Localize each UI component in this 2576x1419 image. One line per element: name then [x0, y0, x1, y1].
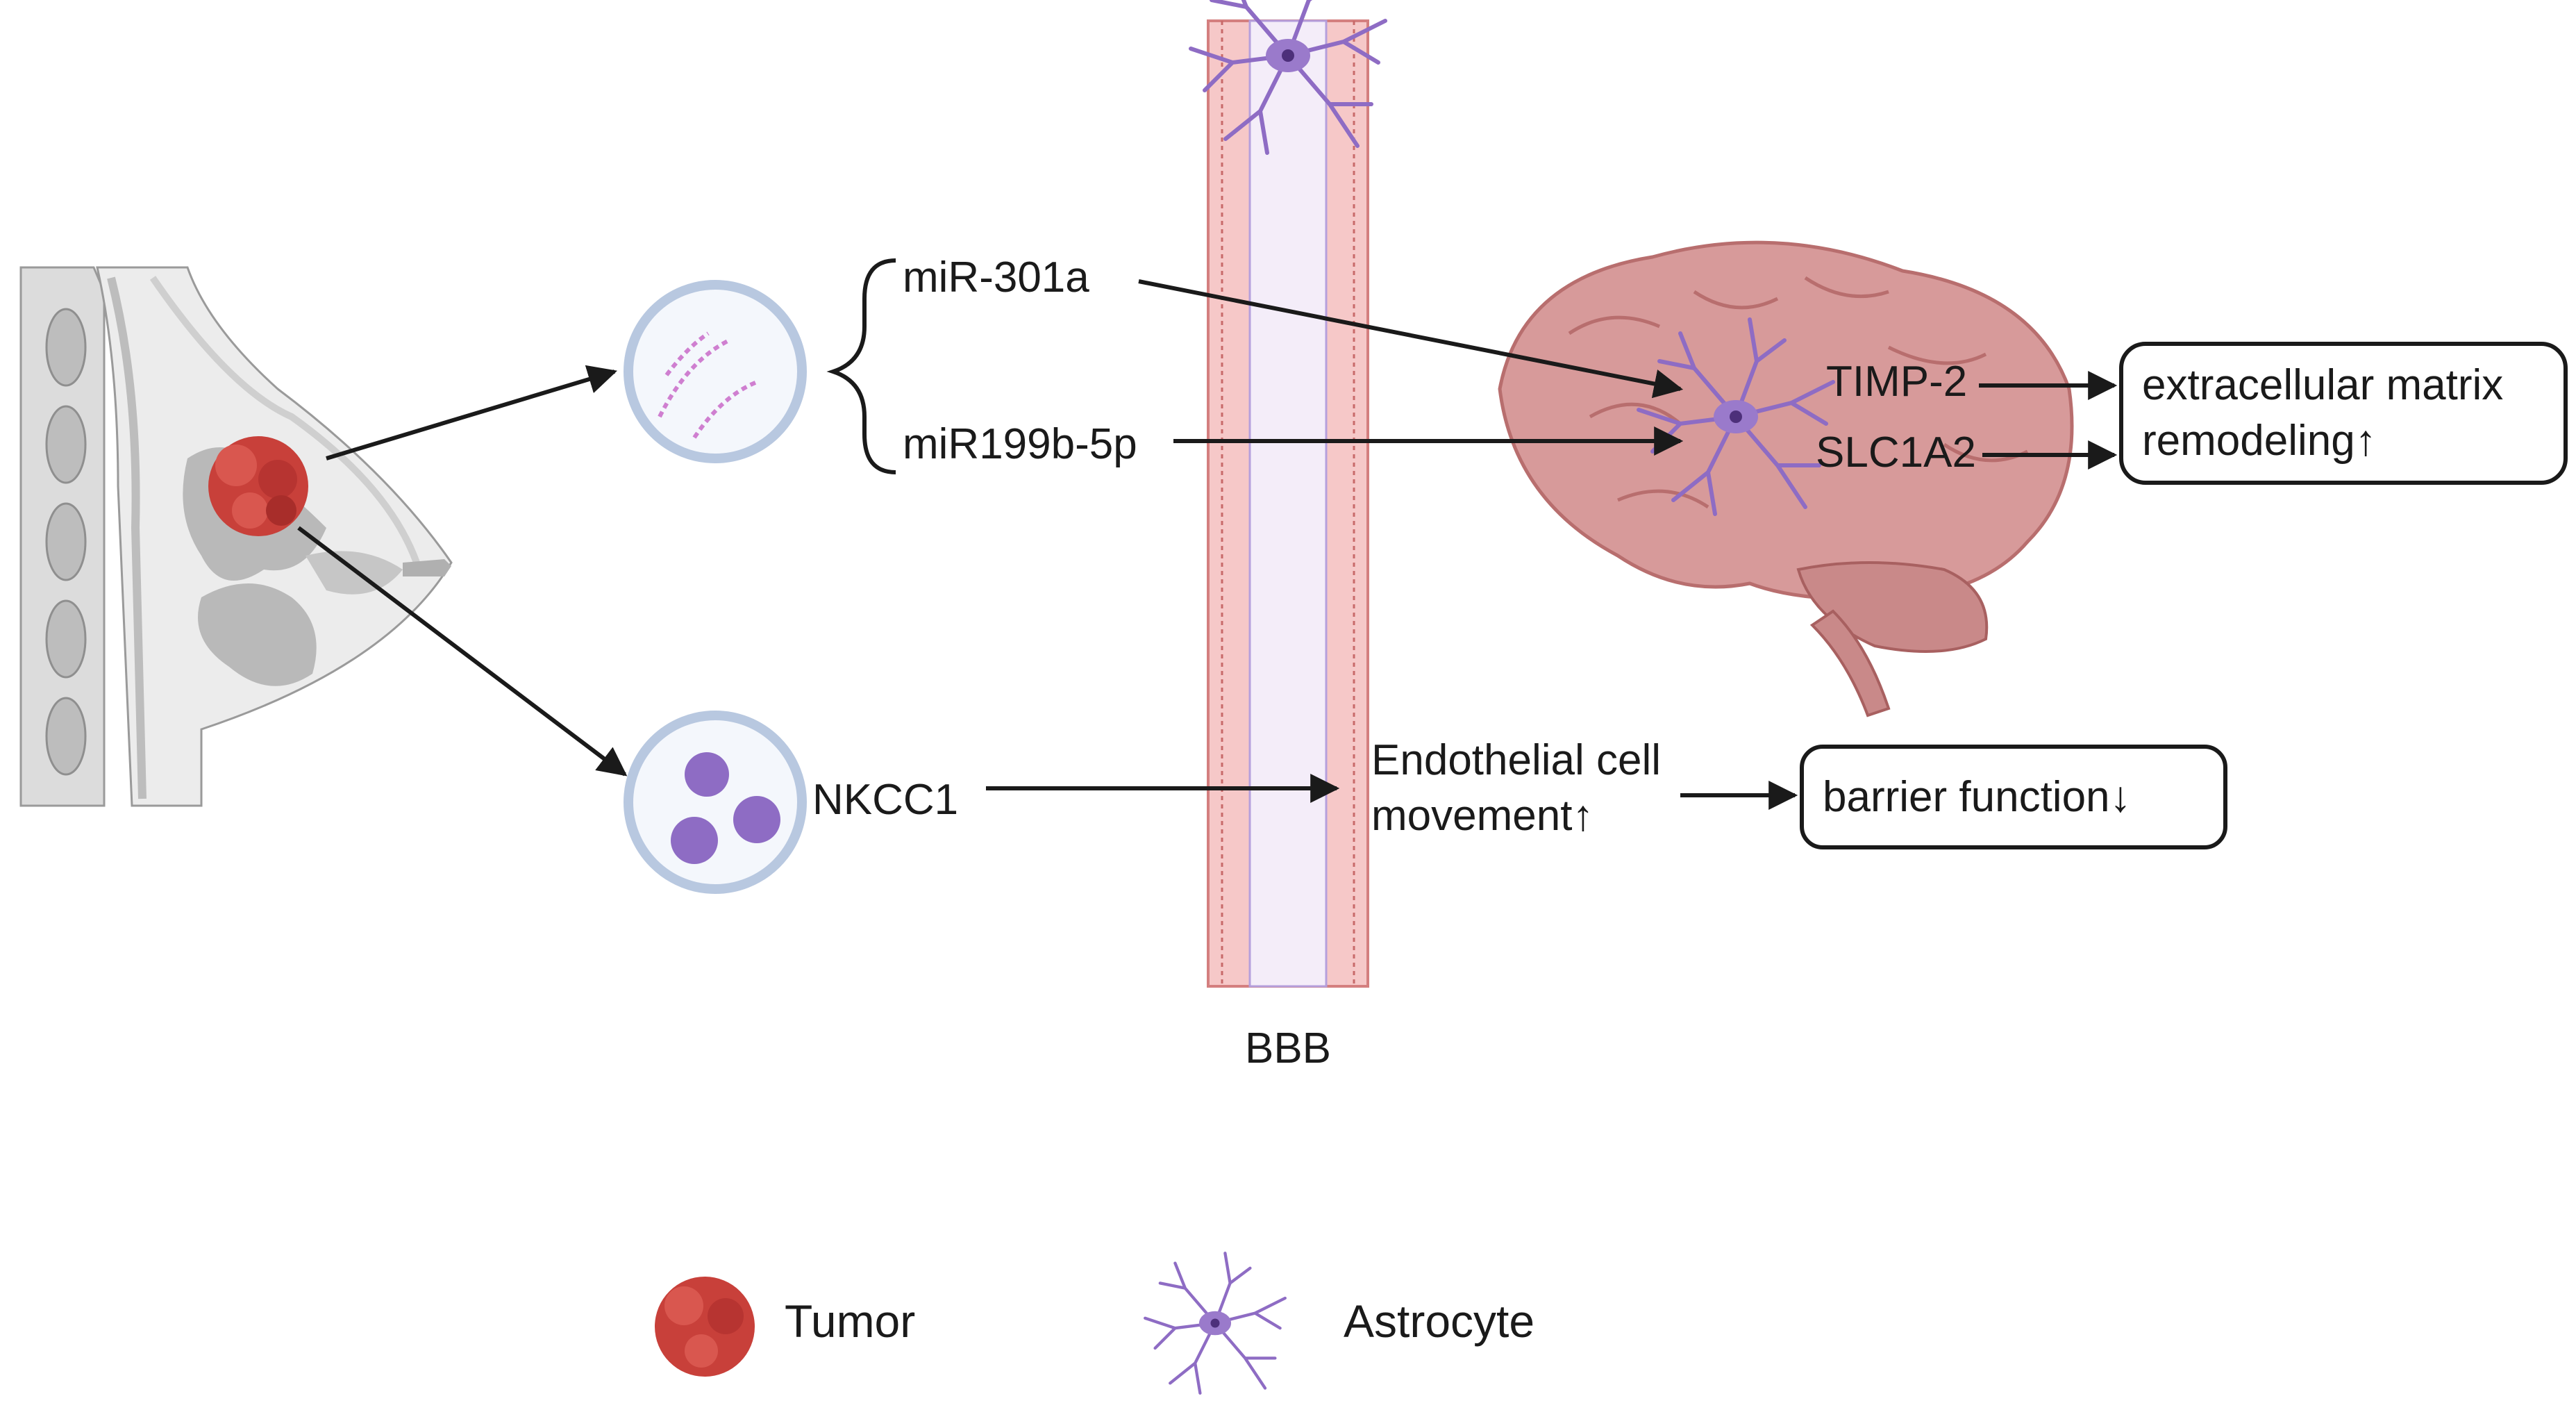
- protein-vesicle-icon: [624, 711, 807, 894]
- bbb-barrier-icon: [1191, 0, 1385, 988]
- ecm-outcome-box: [2119, 342, 2568, 485]
- barrier-outcome-box: [1800, 745, 2227, 849]
- timp2-label: TIMP-2: [1826, 358, 1967, 406]
- ecm-outcome-line1: extracellular matrix: [2142, 361, 2503, 409]
- barrier-outcome-label: barrier function↓: [1823, 773, 2132, 821]
- arrow-breast-to-protein: [297, 526, 628, 777]
- legend: Tumor Astrocyte: [655, 1253, 1534, 1393]
- breast-icon: [19, 266, 453, 807]
- mirna-199b-label: miR199b-5p: [903, 420, 1137, 468]
- brace-icon: [826, 258, 896, 474]
- tumor-icon: [208, 436, 308, 536]
- ecm-outcome-line2: remodeling↑: [2142, 417, 2377, 465]
- mirna-301a-label: miR-301a: [903, 254, 1089, 301]
- arrow-mir301a-to-astrocyte: [1138, 279, 1684, 399]
- legend-tumor-label: Tumor: [785, 1295, 915, 1347]
- bbb-label: BBB: [1245, 1024, 1331, 1072]
- arrow-breast-to-mirna: [326, 365, 618, 460]
- brain-icon: [1498, 240, 2074, 717]
- slc1a2-label: SLC1A2: [1816, 429, 1976, 476]
- legend-astrocyte-icon: [1145, 1253, 1285, 1393]
- endothelial-line1: Endothelial cell: [1371, 736, 1661, 784]
- legend-astrocyte-label: Astrocyte: [1344, 1295, 1534, 1347]
- endothelial-line2: movement↑: [1371, 792, 1594, 840]
- mirna-vesicle-icon: [624, 280, 807, 463]
- legend-tumor-icon: [655, 1277, 755, 1377]
- nkcc1-label: NKCC1: [812, 776, 958, 824]
